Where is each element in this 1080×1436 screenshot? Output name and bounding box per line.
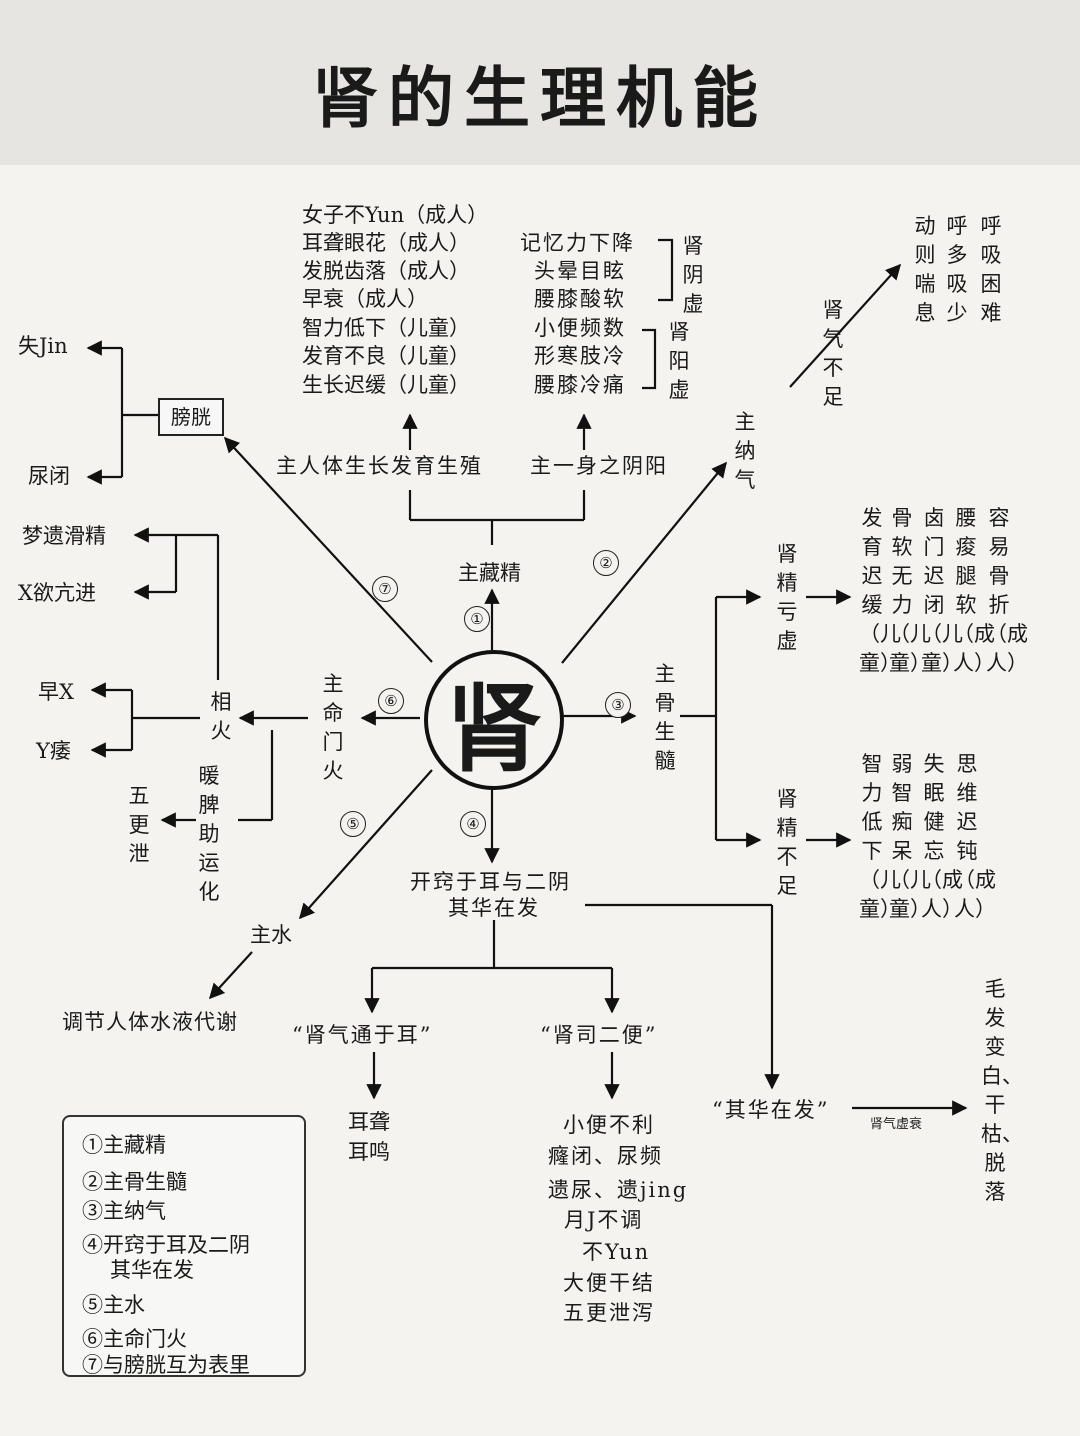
legend-item-2: ②主骨生髓 (82, 1170, 187, 1194)
diarrhea-label: 五更泄 (128, 784, 150, 866)
bowel-symptom-2: 癃闭、尿频 (548, 1144, 663, 1168)
hair-quote: “其华在发” (712, 1098, 830, 1122)
bowel-symptom-6: 大便干结 (563, 1271, 655, 1295)
header-band (0, 0, 1080, 165)
early-label: 早X (38, 680, 74, 704)
number-1: ① (464, 606, 490, 632)
dreams-label: 梦遗滑精 (22, 524, 106, 548)
ear-symptom-1: 耳聋 (348, 1110, 390, 1134)
symptom-left-3: 发脱齿落（成人） (302, 259, 470, 283)
mind-symptom-1: 思维迟钝（成人） (954, 752, 996, 921)
yinyang-label: 主一身之阴阳 (530, 454, 668, 478)
mind-symptom-4: 智力低下（儿童） (859, 752, 901, 921)
bowel-symptom-7: 五更泄泻 (563, 1301, 655, 1325)
impotence-label: Y痿 (36, 739, 71, 763)
symptom-left-7: 生长迟缓（儿童） (302, 373, 470, 397)
orifices-label-2: 其华在发 (448, 896, 540, 920)
minister-fire-label: 相火 (210, 690, 232, 743)
number-6: ⑥ (378, 688, 404, 714)
number-5: ⑤ (340, 811, 366, 837)
grasp-qi-label: 主纳气 (734, 410, 756, 492)
page-title: 肾的生理机能 (312, 59, 768, 137)
bone-symptom-1: 容易骨折（成人） (986, 506, 1028, 675)
bowel-symptom-1: 小便不利 (563, 1113, 655, 1137)
symptom-right-6: 腰膝冷痛 (534, 373, 626, 397)
kidney-yang-deficiency: 肾阳虚 (668, 320, 690, 402)
central-kidney-character: 肾 (424, 650, 564, 790)
essence-deficient-label: 肾精亏虚 (776, 542, 798, 653)
number-3: ③ (605, 692, 631, 718)
legend-box: ①主藏精 ②主骨生髓 ③主纳气 ④开窍于耳及二阴 其华在发 ⑤主水 ⑥主命门火 … (62, 1115, 306, 1377)
qi-symptom-1: 呼吸困难 (980, 214, 1002, 325)
ear-quote: “肾气通于耳” (292, 1023, 433, 1047)
symptom-left-4: 早衰（成人） (302, 287, 428, 311)
symptom-left-2: 耳聋眼花（成人） (302, 231, 470, 255)
life-gate-fire-label: 主命门火 (322, 672, 344, 783)
bone-marrow-label: 主骨生髓 (654, 662, 676, 773)
water-label: 主水 (250, 923, 292, 947)
ear-symptom-2: 耳鸣 (348, 1140, 390, 1164)
growth-label: 主人体生长发育生殖 (276, 454, 483, 478)
legend-item-5: ⑤主水 (82, 1293, 145, 1317)
bone-symptom-4: 骨软无力（儿童） (889, 506, 931, 675)
bowel-symptom-3: 遗尿、遗jing (548, 1178, 689, 1202)
bowel-symptom-5: 不Yun (582, 1240, 651, 1264)
qi-symptom-2: 呼多吸少 (946, 214, 968, 325)
legend-item-7: ⑦与膀胱互为表里 (82, 1353, 250, 1377)
symptom-left-6: 发育不良（儿童） (302, 344, 470, 368)
number-2: ② (593, 550, 619, 576)
warm-spleen-label: 暖脾助运化 (198, 764, 220, 904)
number-7: ⑦ (372, 576, 398, 602)
mind-symptom-2: 失眠健忘（成人） (921, 752, 963, 921)
store-essence-label: 主藏精 (458, 561, 521, 585)
kidney-qi-deficiency: 肾气不足 (822, 298, 844, 409)
bladder-loss-label: 失Jin (18, 334, 68, 358)
essence-insufficient-label: 肾精不足 (776, 787, 798, 898)
orifices-label-1: 开窍于耳与二阴 (410, 870, 571, 894)
number-4: ④ (460, 811, 486, 837)
legend-item-6: ⑥主命门火 (82, 1327, 187, 1351)
hair-arrow-label: 肾气虚衰 (870, 1117, 923, 1132)
qi-symptom-3: 动则喘息 (914, 214, 936, 325)
symptom-right-2: 头晕目眩 (534, 259, 626, 283)
symptom-right-4: 小便频数 (534, 316, 626, 340)
bone-symptom-2: 腰痠腿软（成人） (953, 506, 995, 675)
two-bowels-quote: “肾司二便” (540, 1023, 658, 1047)
symptom-left-1: 女子不Yun（成人） (302, 203, 489, 227)
bladder-box: 膀胱 (158, 398, 224, 436)
symptom-right-5: 形寒肢冷 (534, 344, 626, 368)
legend-item-1: ①主藏精 (82, 1133, 166, 1157)
symptom-right-3: 腰膝酸软 (534, 287, 626, 311)
bladder-retention-label: 尿闭 (28, 464, 70, 488)
hair-symptoms: 毛发变白、干枯、脱落 (981, 977, 1023, 1204)
bowel-symptom-4: 月J不调 (564, 1208, 644, 1232)
bone-symptom-5: 发育迟缓（儿童） (859, 506, 901, 675)
water-regulate-label: 调节人体水液代谢 (62, 1010, 238, 1034)
mind-symptom-3: 弱智痴呆（儿童） (889, 752, 931, 921)
kidney-yin-deficiency: 肾阴虚 (682, 234, 704, 316)
desire-label: X欲亢进 (18, 581, 96, 605)
symptom-left-5: 智力低下（儿童） (302, 316, 470, 340)
legend-item-3: ③主纳气 (82, 1199, 166, 1223)
symptom-right-1: 记忆力下降 (520, 231, 635, 255)
legend-item-4b: 其华在发 (110, 1258, 194, 1282)
legend-item-4: ④开窍于耳及二阴 (82, 1233, 250, 1257)
bone-symptom-3: 卤门迟闭（儿童） (921, 506, 963, 675)
